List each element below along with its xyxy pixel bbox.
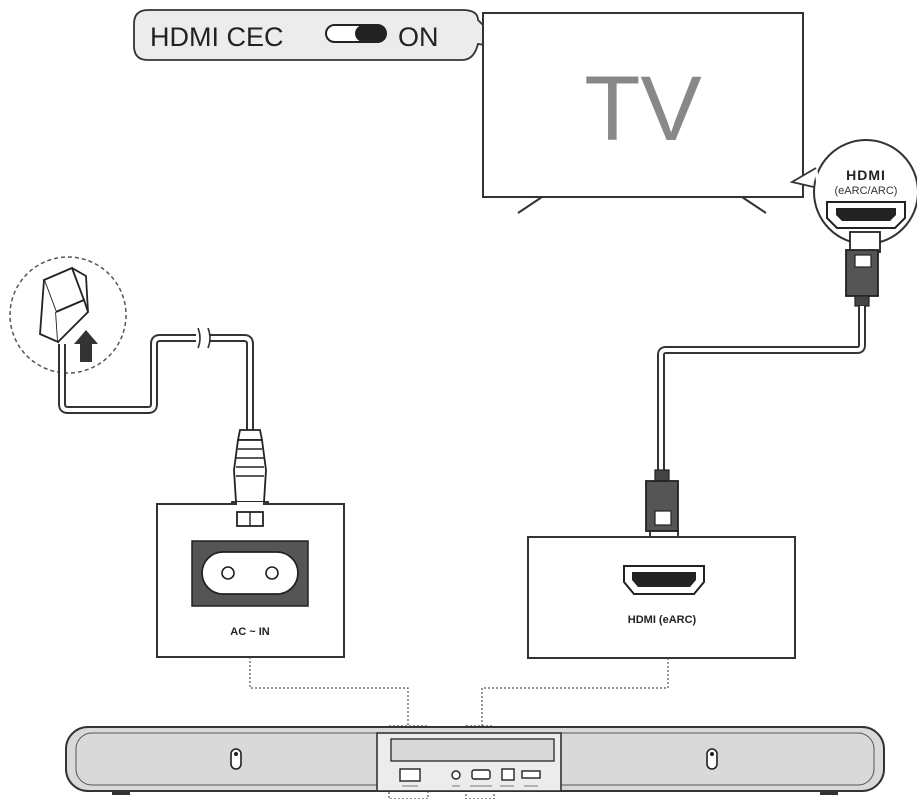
soundbar-ac-port (399, 768, 421, 782)
soundbar-foot-left (112, 791, 130, 795)
hdmi-logo-text: HDMI (846, 167, 886, 183)
tv-label: TV (584, 58, 702, 160)
keyhole-icon (230, 748, 242, 770)
soundbar (65, 726, 885, 795)
tv-leg-right (741, 196, 767, 214)
soundbar-optical-port (501, 768, 515, 781)
cord-break-mark (196, 327, 211, 349)
tv-screen (482, 12, 804, 198)
soundbar-usb-port (521, 770, 541, 779)
tv: TV (482, 12, 804, 214)
wall-socket-callout (9, 256, 127, 374)
soundbar-foot-right (820, 791, 838, 795)
hdmi-port-icon (826, 201, 906, 229)
hdmi-earc-label: HDMI (eARC) (628, 614, 697, 626)
toggle-switch-icon (325, 24, 387, 43)
ac-in-panel: AC ~ IN (156, 502, 345, 658)
hdmi-earc-panel: HDMI (eARC) (527, 536, 796, 659)
tv-hdmi-port-callout: HDMI (eARC/ARC) (789, 139, 917, 245)
up-arrow-icon (74, 330, 98, 362)
wall-socket-icon (39, 266, 90, 344)
hdmi-cec-label: HDMI CEC (150, 22, 284, 52)
ac-in-label: AC ~ IN (230, 626, 269, 638)
soundbar-aux-port (451, 770, 461, 780)
hdmi-plug-icon (645, 469, 679, 544)
soundbar-hdmi-port (471, 769, 491, 780)
hdmi-cec-state: ON (398, 22, 439, 52)
keyhole-icon (706, 748, 718, 770)
hdmi-cec-bubble: HDMI CEC ON (133, 9, 509, 61)
tv-leg-left (517, 196, 543, 214)
hdmi-port-icon (623, 565, 705, 595)
hdmi-port-sublabel: (eARC/ARC) (835, 185, 898, 197)
hdmi-plug-icon (845, 231, 881, 307)
hdmi-cable (657, 306, 866, 470)
ac-inlet-icon (191, 540, 309, 607)
